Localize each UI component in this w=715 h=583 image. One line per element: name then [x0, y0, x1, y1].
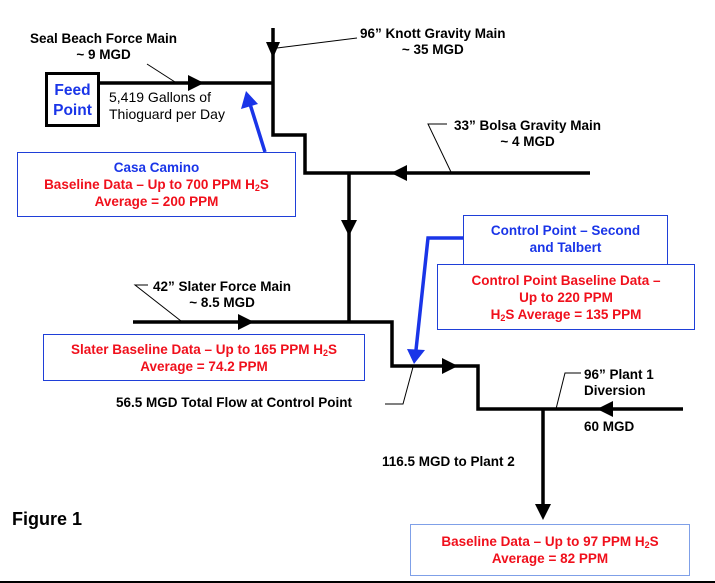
flow-arrow-control	[442, 358, 458, 374]
slater-baseline-average: Average = 74.2 PPM	[140, 359, 268, 374]
leader-plant1	[555, 372, 581, 410]
seal-beach-name: Seal Beach Force Main	[30, 31, 178, 46]
leader-knott	[276, 37, 358, 49]
control-point-line2: and Talbert	[529, 240, 602, 255]
control-point-line1: Control Point – Second	[490, 223, 641, 238]
plant1-name: 96” Plant 1	[584, 367, 654, 382]
slater-flow: ~ 8.5 MGD	[189, 295, 255, 310]
seal-beach-flow: ~ 9 MGD	[76, 47, 131, 62]
slater-pipe	[133, 320, 683, 411]
casa-camino-box: Casa Camino Baseline Data – Up to 700 PP…	[17, 152, 296, 217]
subscript: 2	[500, 313, 506, 323]
flow-arrow-seal-beach	[188, 75, 204, 91]
leader-total-flow	[385, 366, 414, 405]
control-baseline-box: Control Point Baseline Data – Up to 220 …	[437, 264, 695, 330]
casa-baseline-suffix: S	[259, 177, 269, 192]
feed-point-box: Feed Point	[45, 72, 100, 127]
feed-point-line2: Point	[53, 102, 92, 119]
subscript: 2	[323, 348, 329, 358]
callout-arrow-control	[407, 349, 425, 364]
callout-casa-camino	[248, 103, 267, 153]
leader-slater	[133, 284, 182, 322]
control-point-box: Control Point – Second and Talbert	[463, 215, 668, 265]
plant2-label: 116.5 MGD to Plant 2	[382, 454, 515, 469]
bolsa-flow: ~ 4 MGD	[500, 134, 555, 149]
thioguard-line2: Thioguard per Day	[109, 106, 225, 122]
bolsa-label: 33” Bolsa Gravity Main ~ 4 MGD	[454, 118, 601, 150]
flow-arrow-plant2	[535, 504, 551, 520]
feed-point-line1: Feed	[54, 82, 91, 99]
subscript: 2	[254, 183, 260, 193]
plant1-flow: 60 MGD	[584, 419, 635, 434]
plant2-baseline-box: Baseline Data – Up to 97 PPM H2S Average…	[410, 524, 690, 576]
subscript: 2	[644, 540, 650, 550]
control-baseline-h: H	[490, 307, 501, 322]
casa-camino-title: Casa Camino	[113, 160, 200, 175]
plant2-baseline-line1: Baseline Data – Up to 97 PPM H2S	[411, 533, 689, 550]
thioguard-label: 5,419 Gallons of Thioguard per Day	[109, 89, 225, 123]
total-flow-label: 56.5 MGD Total Flow at Control Point	[116, 395, 352, 410]
leader-seal-beach	[146, 63, 176, 83]
slater-label: 42” Slater Force Main ~ 8.5 MGD	[153, 279, 291, 311]
bolsa-name: 33” Bolsa Gravity Main	[454, 118, 602, 133]
callout-control-point	[414, 236, 463, 351]
control-baseline-line1: Control Point Baseline Data –	[471, 273, 661, 288]
control-baseline-line3: H2S Average = 135 PPM	[438, 306, 694, 323]
knott-name: 96” Knott Gravity Main	[360, 26, 506, 41]
slater-baseline-box: Slater Baseline Data – Up to 165 PPM H2S…	[43, 334, 365, 381]
leader-bolsa	[427, 123, 452, 173]
slater-name: 42” Slater Force Main	[153, 279, 292, 294]
casa-baseline-text: Baseline Data – Up to 700 PPM H	[44, 177, 255, 192]
plant2-baseline-average: Average = 82 PPM	[491, 551, 609, 566]
flow-arrow-knott	[266, 42, 280, 58]
plant1-name-2: Diversion	[584, 383, 646, 398]
callout-arrow-casa	[241, 91, 258, 109]
thioguard-line1: 5,419 Gallons of	[109, 89, 211, 105]
flow-arrow-bolsa	[391, 165, 407, 181]
plant2-baseline-text: Baseline Data – Up to 97 PPM H	[441, 534, 645, 549]
plant1-label: 96” Plant 1 Diversion	[584, 367, 654, 399]
flow-arrow-trunk	[341, 220, 357, 236]
control-baseline-average: S Average = 135 PPM	[505, 307, 642, 322]
control-baseline-line2: Up to 220 PPM	[519, 290, 613, 305]
slater-baseline-text: Slater Baseline Data – Up to 165 PPM H	[70, 342, 324, 357]
flow-arrow-slater	[238, 314, 254, 330]
bottom-rule	[0, 581, 715, 583]
plant2-baseline-suffix: S	[649, 534, 659, 549]
figure-caption: Figure 1	[12, 509, 83, 529]
knott-label: 96” Knott Gravity Main ~ 35 MGD	[360, 26, 506, 58]
slater-baseline-line1: Slater Baseline Data – Up to 165 PPM H2S	[44, 341, 364, 358]
flow-arrow-plant1	[597, 401, 613, 417]
knott-flow: ~ 35 MGD	[401, 42, 464, 57]
casa-camino-baseline: Baseline Data – Up to 700 PPM H2S	[18, 176, 295, 193]
slater-baseline-suffix: S	[328, 342, 338, 357]
seal-beach-label: Seal Beach Force Main ~ 9 MGD	[30, 31, 177, 63]
casa-camino-average: Average = 200 PPM	[94, 194, 219, 209]
